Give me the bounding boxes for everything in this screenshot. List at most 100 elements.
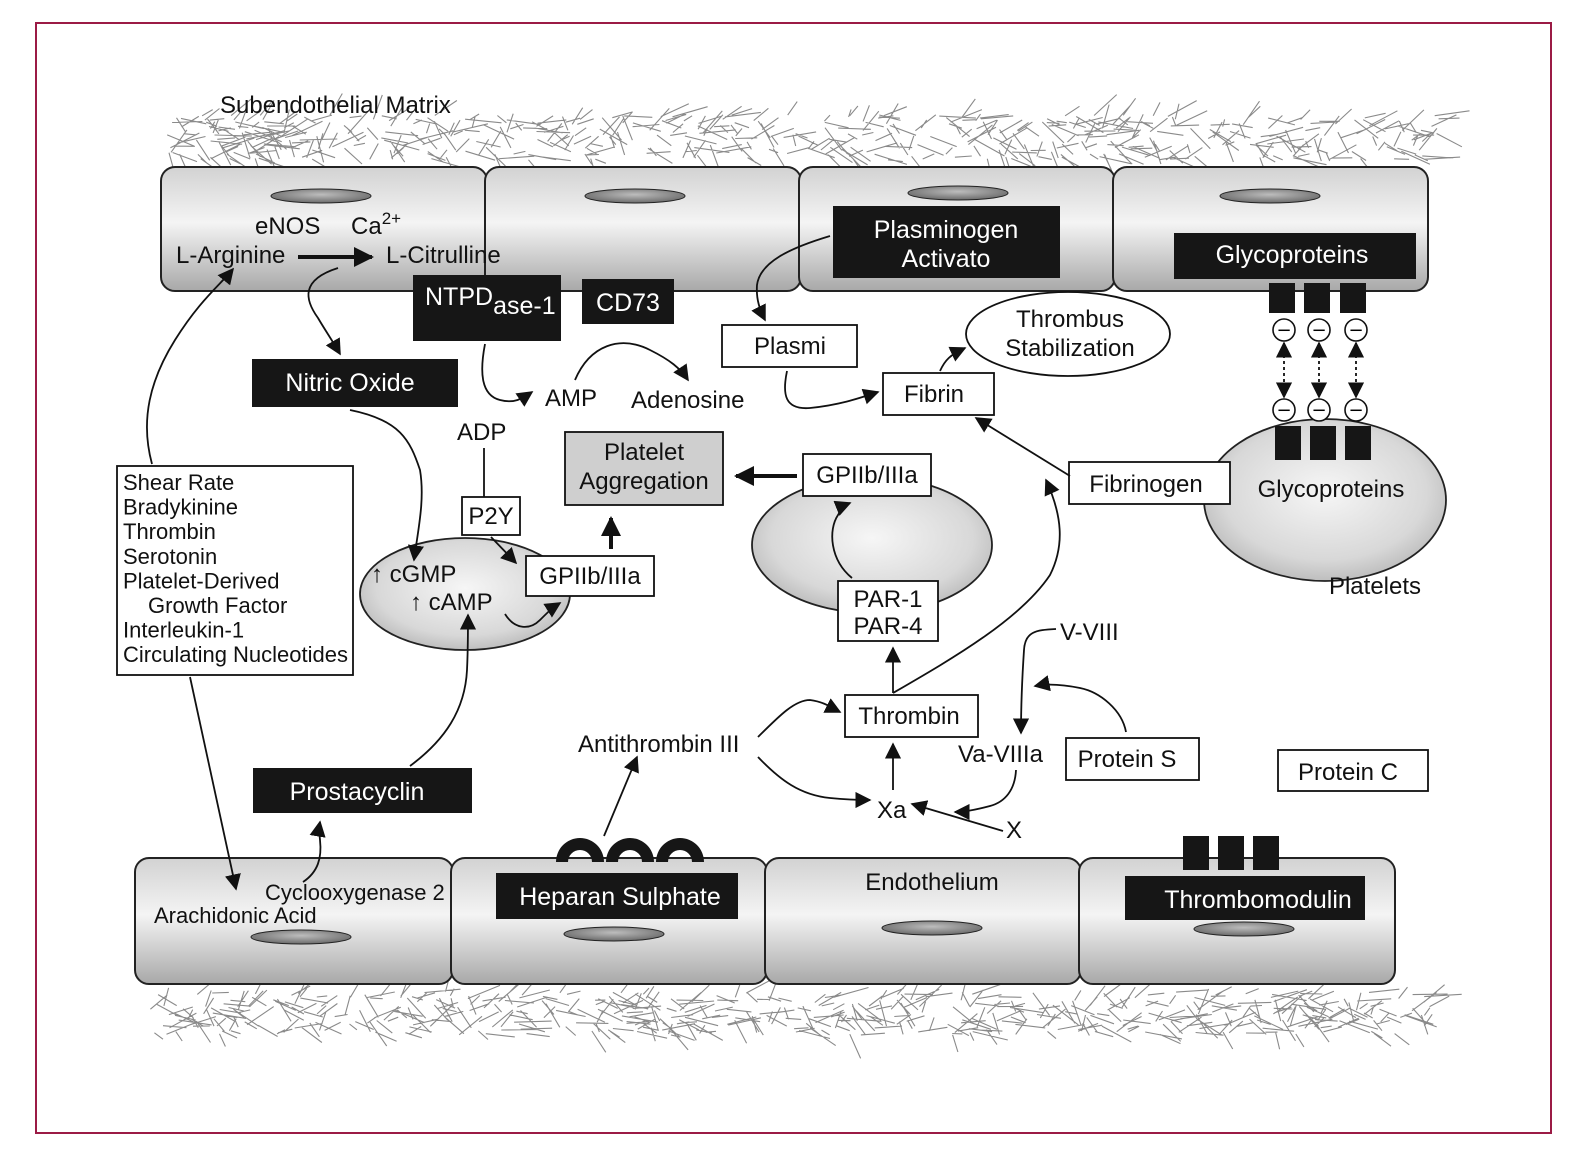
fibrinogen-label: Fibrinogen <box>1089 471 1202 498</box>
plasmin-label: Plasmi <box>754 333 826 360</box>
aggregation-label: Aggregation <box>579 468 708 495</box>
platelet-aggregation-box <box>564 431 724 506</box>
negative-charge-icon <box>1344 318 1368 342</box>
glycoproteins-top-label: Glycoproteins <box>1216 241 1369 269</box>
nucleus <box>907 185 1009 201</box>
protein-s-box <box>1065 737 1200 781</box>
pathway-arrows <box>146 235 1127 891</box>
stimulus-item: Serotonin <box>123 544 217 569</box>
camp-label: ↑ cAMP <box>410 589 493 616</box>
stimuli-list: Shear RateBradykinineThrombinSerotoninPl… <box>123 470 348 667</box>
adp-label: ADP <box>457 419 506 446</box>
stimulus-item: Growth Factor <box>148 593 287 618</box>
glycoproteins-top-box <box>1174 233 1416 279</box>
antithrombin-label: Antithrombin III <box>578 731 739 758</box>
plasminogen-label: Plasminogen <box>874 216 1019 244</box>
stimulus-item: Interleukin-1 <box>123 618 244 643</box>
amp-label: AMP <box>545 385 597 412</box>
fibrin-box <box>882 372 995 416</box>
xa-label: Xa <box>877 797 907 824</box>
nucleus <box>563 926 665 942</box>
nucleus <box>881 920 983 936</box>
subendothelial-matrix-fibers-bottom <box>150 971 1462 1059</box>
stimulus-item: Thrombin <box>123 519 216 544</box>
stimulus-item: Platelet-Derived <box>123 568 280 593</box>
subendothelial-matrix-fibers-top <box>166 93 1470 184</box>
cyclooxygenase-label: Cyclooxygenase 2 <box>265 880 445 905</box>
stimulus-item: Bradykinine <box>123 495 238 520</box>
glycoprotein-repulsion: −−−−−− <box>1269 283 1371 460</box>
l-citrulline-label: L-Citrulline <box>386 242 501 269</box>
p2y-label: P2Y <box>468 503 513 530</box>
par-box <box>837 580 939 642</box>
nitric-oxide-label: Nitric Oxide <box>285 369 414 397</box>
minus-sign: − <box>1311 320 1326 341</box>
va-viiia-label: Va-VIIIa <box>958 741 1044 768</box>
heparan-sulphate-label: Heparan Sulphate <box>519 883 721 911</box>
protein-s-label: Protein S <box>1078 746 1177 773</box>
par-1-label: PAR-1 <box>854 586 923 613</box>
p2y-box <box>461 496 521 536</box>
nucleus <box>270 188 372 204</box>
prostacyclin-box <box>253 768 472 813</box>
heparan-sulphate-glycans <box>556 838 704 862</box>
nitric-oxide-box <box>252 359 458 407</box>
thrombomodulin-label: Thrombomodulin <box>1164 886 1352 914</box>
endothelium-label: Endothelium <box>865 869 998 896</box>
gpiib-iiia-right-box <box>802 453 932 497</box>
stimulus-item: Shear Rate <box>123 470 234 495</box>
glycoproteins-platelet-label: Glycoproteins <box>1258 476 1405 503</box>
cd73-box <box>582 279 674 324</box>
par-4-label: PAR-4 <box>854 613 923 640</box>
x-label: X <box>1006 817 1022 844</box>
gpiib-iiia-right-label: GPIIb/IIIa <box>816 462 918 489</box>
fibrin-label: Fibrin <box>904 381 964 408</box>
stabilization-label: Stabilization <box>1005 335 1134 362</box>
negative-charge-icon <box>1344 398 1368 422</box>
prostacyclin-label: Prostacyclin <box>290 778 425 806</box>
nucleus <box>1193 921 1295 937</box>
arachidonic-acid-label: Arachidonic Acid <box>154 903 317 928</box>
thrombin-box <box>844 694 979 738</box>
ntpdase-1-box <box>413 275 561 341</box>
activator-label: Activato <box>902 245 991 273</box>
negative-charge-icon <box>1307 398 1331 422</box>
thrombomodulin-box <box>1125 876 1365 920</box>
minus-sign: − <box>1276 400 1291 421</box>
nucleus <box>584 188 686 204</box>
negative-charge-icon <box>1307 318 1331 342</box>
minus-sign: − <box>1348 320 1363 341</box>
stimuli-list-box <box>116 465 354 676</box>
ntpdase-1-label: NTPDase-1 <box>425 283 556 320</box>
gpiib-iiia-left-box <box>525 555 655 597</box>
nucleus <box>1219 188 1321 204</box>
thrombomodulin-receptor <box>1218 836 1244 870</box>
subendothelial-matrix-title: Subendothelial Matrix <box>220 92 451 119</box>
plasminogen-activator-box <box>833 206 1060 278</box>
thrombus-stabilization-oval <box>965 291 1171 377</box>
thrombus-label: Thrombus <box>1016 306 1124 333</box>
minus-sign: − <box>1276 320 1291 341</box>
thrombin-label: Thrombin <box>858 703 959 730</box>
minus-sign: − <box>1348 400 1363 421</box>
adenosine-label: Adenosine <box>631 387 744 414</box>
l-arginine-label: L-Arginine <box>176 242 285 269</box>
figure-frame <box>35 22 1552 1134</box>
protein-c-box <box>1277 749 1429 792</box>
protein-c-label: Protein C <box>1298 759 1398 786</box>
thrombomodulin-receptor <box>1253 836 1279 870</box>
plasmin-box <box>721 324 858 368</box>
negative-charge-icon <box>1272 398 1296 422</box>
top-cell-2 <box>484 166 802 292</box>
v-viii-label: V-VIII <box>1060 619 1119 646</box>
thrombomodulin-receptor <box>1183 836 1209 870</box>
stimulus-item: Circulating Nucleotides <box>123 642 348 667</box>
platelet-label: Platelet <box>604 439 684 466</box>
fibrinogen-box <box>1068 461 1231 505</box>
cgmp-label: ↑ cGMP <box>371 561 456 588</box>
calcium-label: Ca2+ <box>351 209 401 240</box>
cd73-label: CD73 <box>596 289 660 317</box>
nucleus <box>250 929 352 945</box>
negative-charge-icon <box>1272 318 1296 342</box>
minus-sign: − <box>1311 400 1326 421</box>
